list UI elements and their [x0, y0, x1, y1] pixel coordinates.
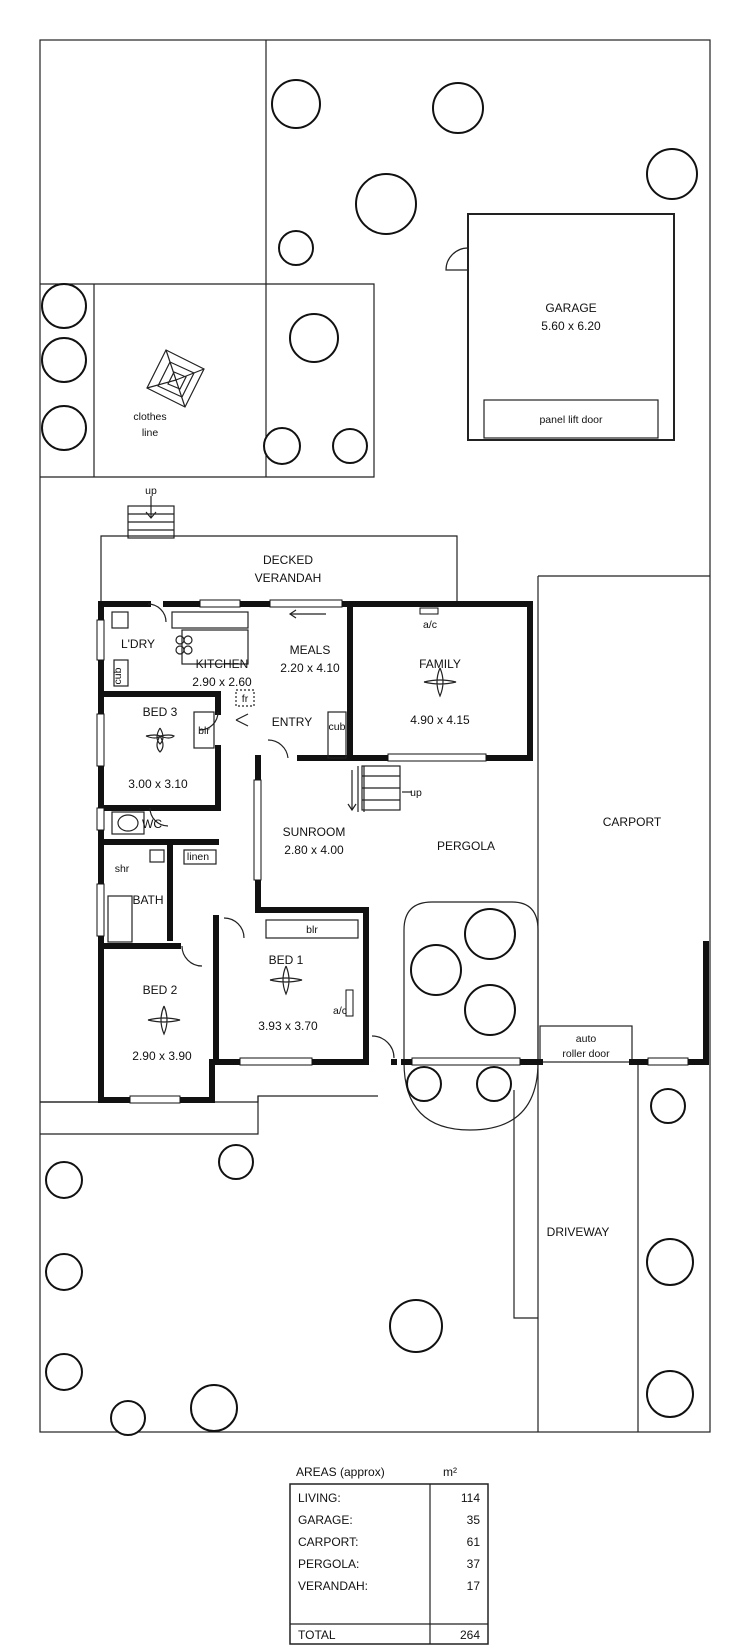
bed1-name: BED 1 [269, 953, 304, 967]
tree-icon [45, 1353, 83, 1391]
areas-table-unit: m² [443, 1465, 457, 1479]
bed3-name: BED 3 [143, 705, 178, 719]
site-lines [39, 39, 711, 1433]
wc-label: WC [142, 817, 162, 831]
meals-dims: 2.20 x 4.10 [280, 661, 340, 675]
family-name: FAMILY [419, 657, 461, 671]
areas-row-value: 61 [467, 1535, 481, 1549]
linen-label: linen [187, 851, 209, 863]
laundry-label: L'DRY [121, 637, 155, 651]
tree-icon [646, 1238, 694, 1286]
areas-row-label: VERANDAH: [298, 1579, 368, 1593]
bed3-dims: 3.00 x 3.10 [128, 777, 188, 791]
tree-icon [218, 1144, 254, 1180]
up-label: up [145, 485, 157, 497]
verandah-label-1: DECKED [263, 553, 313, 567]
ceiling-fan-icon [423, 667, 457, 698]
areas-total-value: 264 [460, 1628, 480, 1642]
carport-label: CARPORT [603, 815, 662, 829]
panel-lift-door-label: panel lift door [539, 414, 603, 426]
tree-icon [289, 313, 339, 363]
garage [445, 213, 675, 441]
garage-dims: 5.60 x 6.20 [541, 319, 601, 333]
roller-door-label-1: auto [576, 1033, 597, 1045]
stairs-up-label: up [410, 787, 422, 799]
bed2-dims: 2.90 x 3.90 [132, 1049, 192, 1063]
areas-row-label: LIVING: [298, 1491, 341, 1505]
ceiling-fan-icon [269, 965, 303, 996]
family-dims: 4.90 x 4.15 [410, 713, 470, 727]
laundry-cub-label: cub [112, 667, 124, 684]
tree-icon [476, 1066, 512, 1102]
tree-icon [41, 337, 87, 383]
tree-icon [464, 984, 516, 1036]
room-labels: GARAGE 5.60 x 6.20 panel lift door cloth… [112, 301, 662, 1239]
tree-icon [271, 79, 321, 129]
tree-icon [41, 405, 87, 451]
bed1-blr-label: blr [306, 924, 318, 936]
bath-label: BATH [132, 893, 163, 907]
bed3-blr-label: blr [198, 725, 210, 737]
tree-icon [278, 230, 314, 266]
tree-icon [110, 1400, 146, 1436]
areas-row-label: CARPORT: [298, 1535, 358, 1549]
kitchen-name: KITCHEN [196, 657, 249, 671]
tree-icon [190, 1384, 238, 1432]
verandah-label-2: VERANDAH [255, 571, 322, 585]
trees [41, 79, 698, 1436]
shower-label: shr [115, 863, 130, 875]
tree-icon [406, 1066, 442, 1102]
fridge-label: fr [242, 693, 249, 705]
garage-name: GARAGE [545, 301, 596, 315]
bed1-dims: 3.93 x 3.70 [258, 1019, 318, 1033]
areas-row-value: 17 [467, 1579, 481, 1593]
roller-door-label-2: roller door [562, 1048, 610, 1060]
tree-icon [646, 1370, 694, 1418]
driveway-label: DRIVEWAY [547, 1225, 610, 1239]
areas-row-value: 35 [467, 1513, 481, 1527]
areas-row-value: 37 [467, 1557, 481, 1571]
tree-icon [646, 148, 698, 200]
tree-icon [464, 908, 516, 960]
areas-row-value: 114 [461, 1491, 480, 1505]
tree-icon [432, 82, 484, 134]
entry-label: ENTRY [272, 715, 312, 729]
tree-icon [410, 944, 462, 996]
clothes-line-label-1: clothes [133, 411, 166, 423]
areas-total-label: TOTAL [298, 1628, 336, 1642]
areas-row-label: PERGOLA: [298, 1557, 359, 1571]
clothes-line-icon [146, 349, 205, 408]
bed1-ac-label: a/c [333, 1005, 347, 1017]
pergola-label: PERGOLA [437, 839, 495, 853]
sunroom-name: SUNROOM [283, 825, 346, 839]
interior-fittings [96, 599, 689, 1104]
ceiling-fan-icon [147, 1005, 181, 1036]
bed2-name: BED 2 [143, 983, 178, 997]
areas-table-title: AREAS (approx) [296, 1465, 385, 1479]
tree-icon [45, 1161, 83, 1199]
tree-icon [355, 173, 417, 235]
tree-icon [650, 1088, 686, 1124]
ceiling-fan-icon [145, 727, 176, 753]
clothes-line-label-2: line [142, 427, 159, 439]
tree-icon [389, 1299, 443, 1353]
tree-icon [332, 428, 368, 464]
kitchen-dims: 2.90 x 2.60 [192, 675, 252, 689]
meals-name: MEALS [290, 643, 331, 657]
tree-icon [41, 283, 87, 329]
tree-icon [263, 427, 301, 465]
tree-icon [45, 1253, 83, 1291]
entry-cub-label: cub [329, 721, 346, 733]
sunroom-dims: 2.80 x 4.00 [284, 843, 344, 857]
family-ac-label: a/c [423, 619, 437, 631]
areas-row-label: GARAGE: [298, 1513, 353, 1527]
